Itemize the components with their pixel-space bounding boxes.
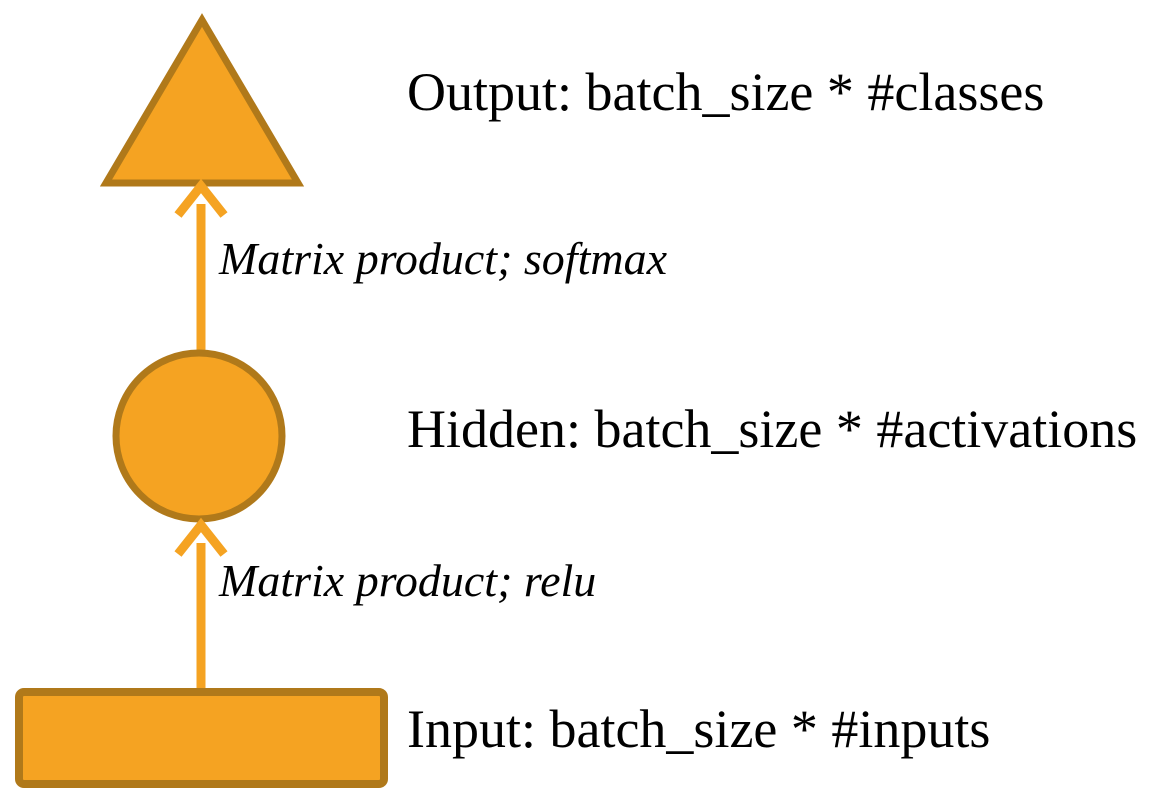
edge-label-relu: Matrix product; relu bbox=[219, 555, 597, 606]
arrow-relu-head bbox=[174, 517, 228, 557]
hidden-node-circle bbox=[112, 349, 286, 523]
output-node-label: Output: batch_size * #classes bbox=[407, 62, 1045, 122]
edge-label-softmax: Matrix product; softmax bbox=[219, 233, 668, 284]
input-node-rect bbox=[15, 688, 388, 788]
hidden-node-label: Hidden: batch_size * #activations bbox=[407, 399, 1138, 459]
arrow-softmax-head bbox=[174, 178, 228, 218]
input-node-label: Input: batch_size * #inputs bbox=[407, 699, 991, 759]
output-node-triangle bbox=[99, 13, 305, 187]
